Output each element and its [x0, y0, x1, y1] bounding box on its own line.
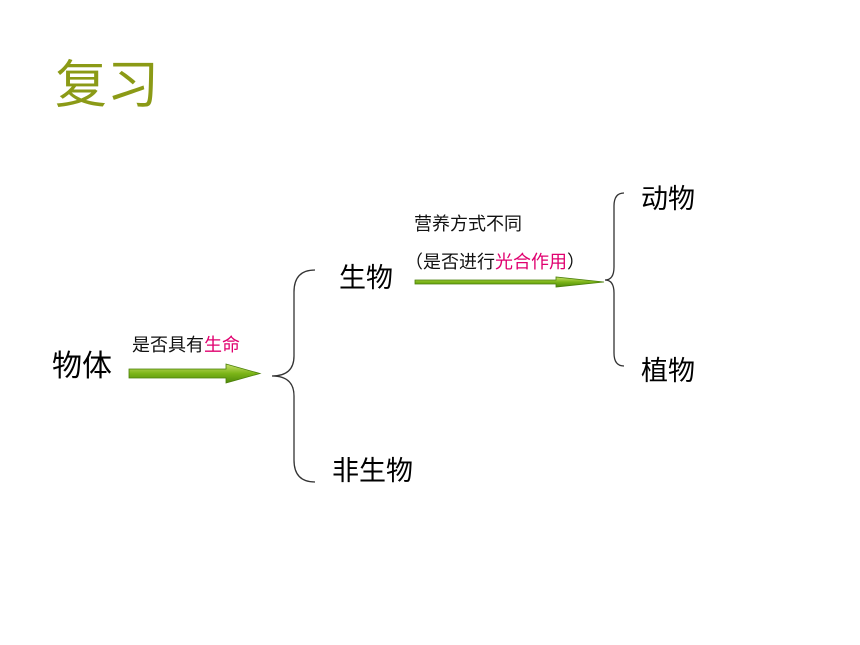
criterion-photosynthesis-close: ） [567, 252, 585, 273]
criterion-life-prefix: 是否具有 [132, 335, 204, 356]
node-animal: 动物 [641, 184, 695, 215]
criterion-photosynthesis-keyword: 光合作用 [495, 252, 567, 273]
criterion-nutrition-label: 营养方式不同 [414, 214, 522, 235]
bracket-animal-plant [604, 192, 625, 367]
slide-title: 复习 [55, 56, 160, 116]
node-living: 生物 [339, 263, 393, 294]
node-plant: 植物 [641, 356, 695, 387]
arrow-to-nutrition-branches [414, 276, 605, 288]
criterion-life-label: 是否具有生命 [132, 337, 240, 355]
node-nonliving: 非生物 [332, 456, 413, 487]
arrow-to-life-branches [128, 363, 262, 384]
criterion-photosynthesis-open: （是否进行 [405, 252, 495, 273]
criterion-life-keyword: 生命 [204, 335, 240, 356]
node-object: 物体 [52, 349, 112, 384]
bracket-living-nonliving [271, 269, 316, 483]
criterion-photosynthesis-label: （是否进行光合作用） [405, 254, 585, 272]
